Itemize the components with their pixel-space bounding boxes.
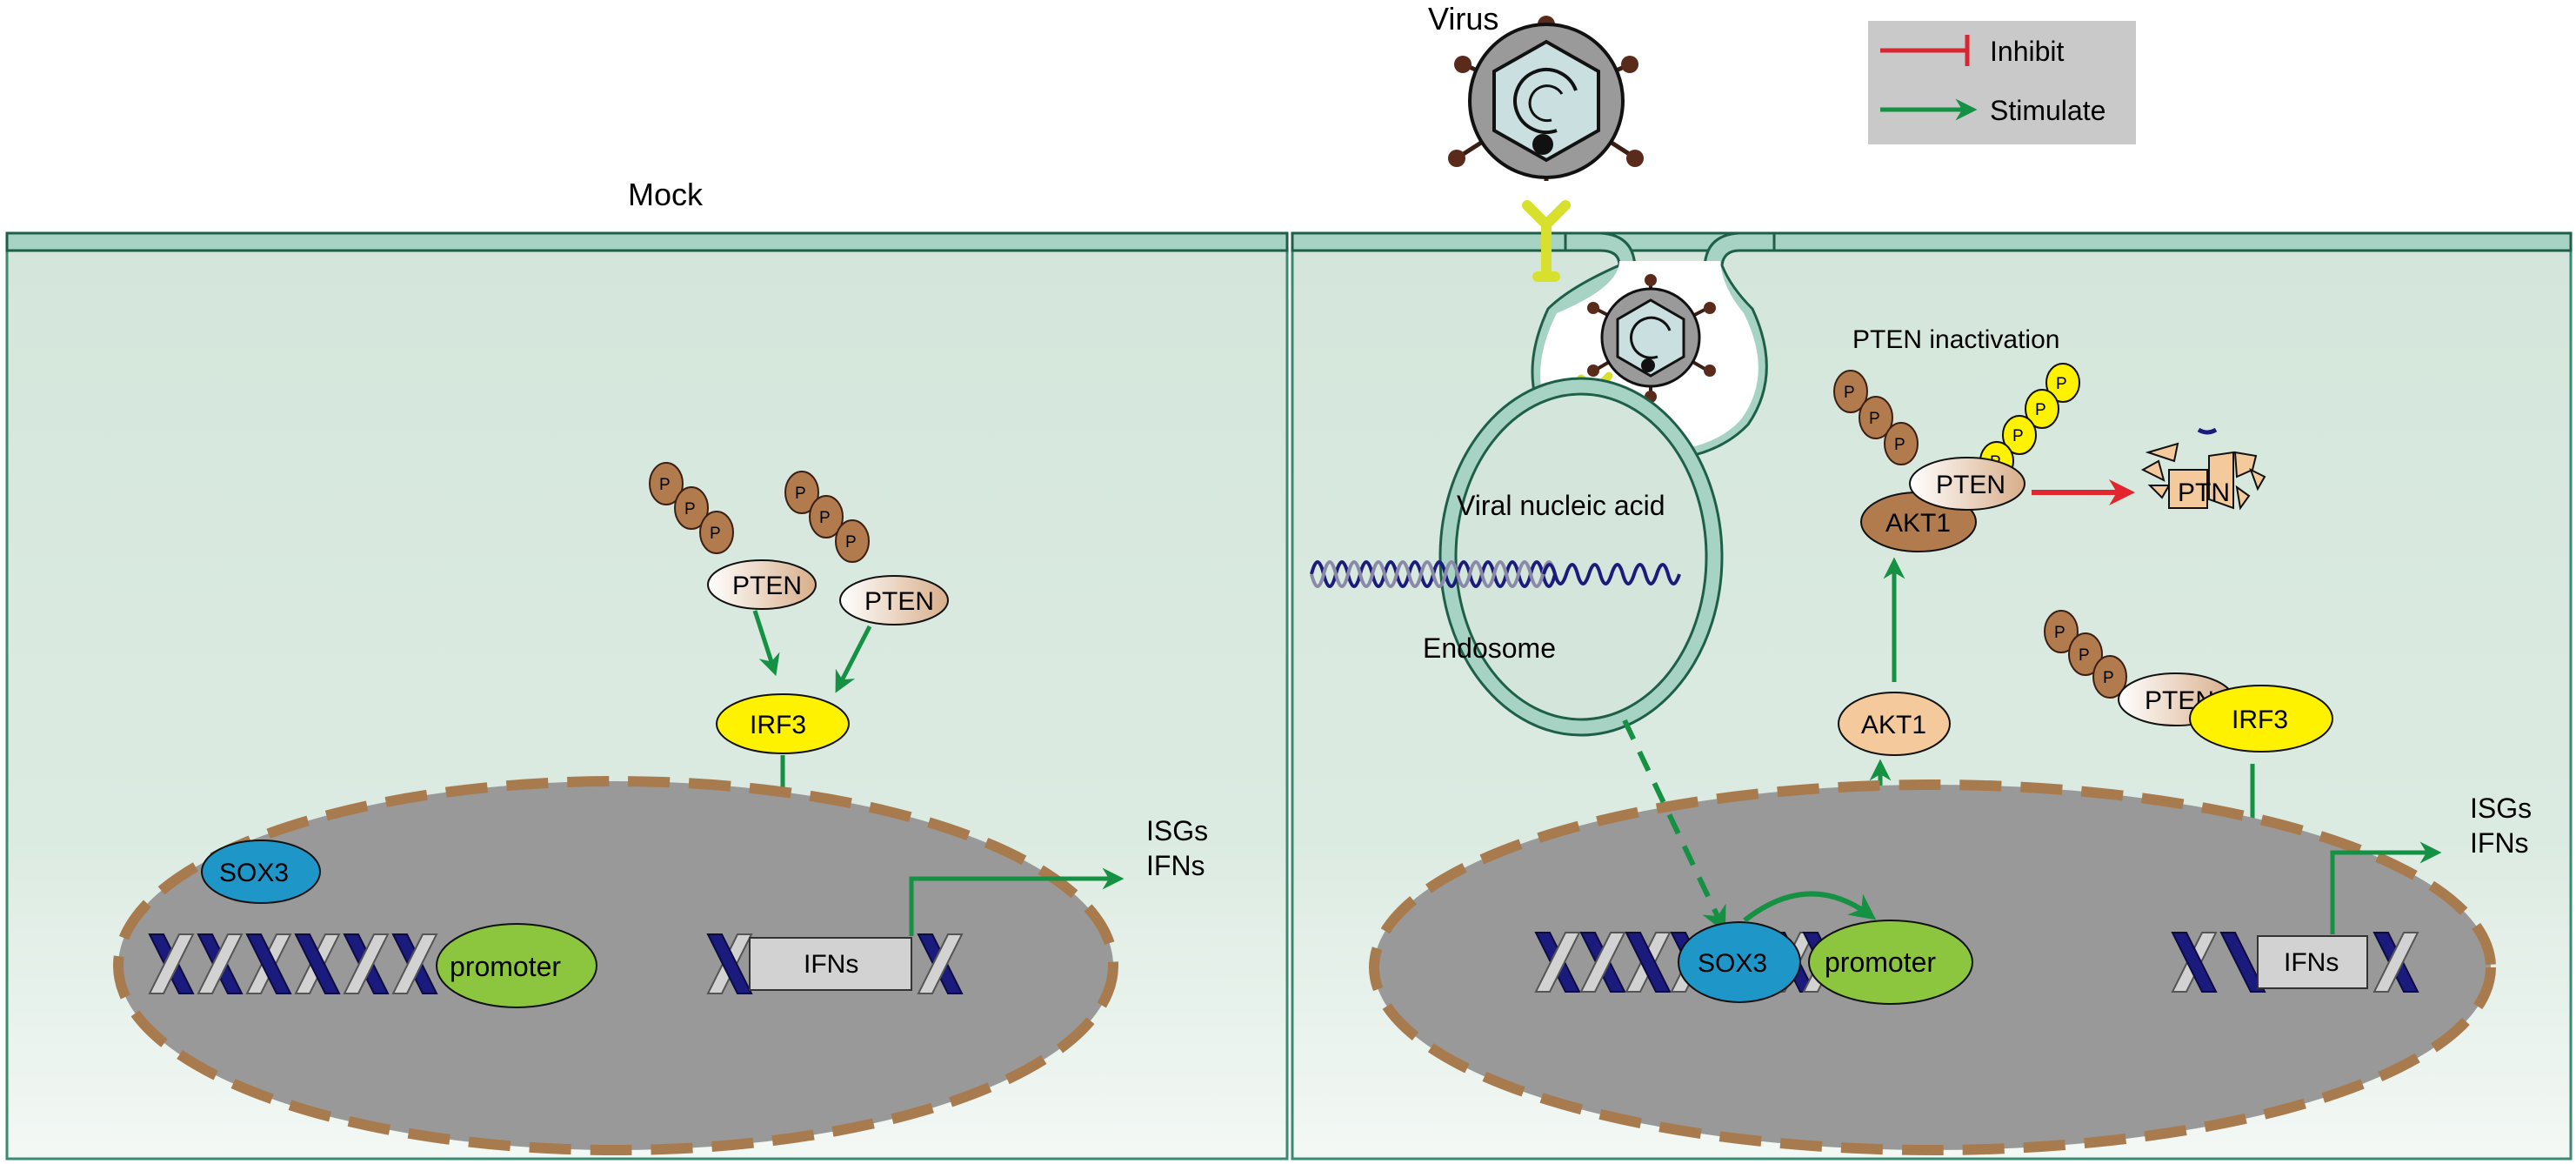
pten-inactivation-label: PTEN inactivation xyxy=(1852,325,2059,354)
phospho-chain: P P P xyxy=(2044,610,2127,699)
phospho-label: P xyxy=(1869,410,1880,428)
isgs-label: ISGs xyxy=(1146,815,1208,846)
akt1-label: AKT1 xyxy=(1885,509,1951,538)
phospho-label: P xyxy=(2054,624,2065,642)
phospho-chain: P P P xyxy=(1833,370,1919,465)
mock-panel-title: Mock xyxy=(628,177,704,212)
pten-complex-mock-1: P P P PTEN xyxy=(649,462,817,610)
sox3-infected: SOX3 xyxy=(1678,921,1801,1003)
ptn-fragment-label: PTN xyxy=(2178,478,2230,507)
promoter-infected: promoter xyxy=(1808,920,1973,1005)
akt1-label: AKT1 xyxy=(1861,711,1926,739)
pten-protein xyxy=(839,575,949,625)
phospho-chain: P P P xyxy=(784,471,870,563)
promoter-label: promoter xyxy=(1825,947,1936,978)
phospho-label: P xyxy=(2035,401,2046,419)
phospho-label: P xyxy=(684,500,696,518)
stimulate-arrow xyxy=(752,610,780,677)
legend-stimulate: Stimulate xyxy=(1880,95,2106,126)
ifns-gene-infected: IFNs xyxy=(2172,932,2419,993)
viral-nucleic-acid-label: Viral nucleic acid xyxy=(1457,490,1665,521)
ifns-box-label: IFNs xyxy=(2284,948,2339,977)
stimulate-arrow xyxy=(835,625,872,693)
irf3-label: IRF3 xyxy=(750,711,806,739)
irf3-mock: IRF3 xyxy=(716,693,850,754)
legend-stimulate-label: Stimulate xyxy=(1990,95,2106,126)
pten-label: PTEN xyxy=(864,587,934,616)
phospho-label: P xyxy=(1844,384,1855,402)
isgs-label: ISGs xyxy=(2470,793,2532,824)
viral-rna-helix xyxy=(1310,560,1681,588)
transcription-arrow xyxy=(909,867,1124,936)
legend-inhibit-label: Inhibit xyxy=(1990,36,2065,67)
mock-nucleus xyxy=(113,776,1118,1155)
phospho-label: P xyxy=(710,525,721,543)
phospho-label: P xyxy=(1894,436,1905,454)
pten-protein xyxy=(707,559,817,610)
phospho-label: P xyxy=(2012,427,2024,445)
ifns-label: IFNs xyxy=(1146,850,1205,881)
infected-cell-membrane xyxy=(1291,231,2573,252)
ifns-label: IFNs xyxy=(2470,827,2529,859)
endocytosed-virus xyxy=(1577,274,1716,418)
akt1-pten-complex: P P P P P P P AKT1 PTEN xyxy=(1833,363,2080,552)
pten-complex-mock-2: P P P PTEN xyxy=(784,471,949,625)
legend: Inhibit Stimulate xyxy=(1868,21,2136,144)
phospho-chain: P P P xyxy=(649,462,734,554)
phospho-label: P xyxy=(845,533,857,552)
ifns-gene-mock: IFNs xyxy=(707,933,963,994)
pten-label: PTEN xyxy=(732,572,802,600)
phospho-label: P xyxy=(2103,669,2114,687)
phospho-label: P xyxy=(659,476,671,494)
phospho-label: P xyxy=(795,485,806,503)
pten-irf3-complex: P P P PTEN IRF3 xyxy=(2044,610,2333,753)
sox3-label: SOX3 xyxy=(219,859,289,887)
pten-label: PTEN xyxy=(1936,471,2005,499)
sox3-mock: SOX3 xyxy=(201,840,321,904)
irf3-protein xyxy=(2189,685,2333,753)
virus-particle xyxy=(1448,16,1644,181)
mock-cell-membrane xyxy=(5,231,1289,252)
irf3-label: IRF3 xyxy=(2232,706,2288,734)
promoter-label: promoter xyxy=(450,951,561,982)
endosome-label: Endosome xyxy=(1423,632,1556,664)
endosome: Viral nucleic acid Endosome xyxy=(1310,377,1724,737)
phospho-label: P xyxy=(2056,375,2067,393)
akt1-free: AKT1 xyxy=(1838,692,1951,756)
legend-box xyxy=(1868,21,2136,144)
phospho-chain-yellow: P P P P xyxy=(1979,363,2080,481)
virus-label: Virus xyxy=(1428,1,1498,37)
signal-arrow-dashed xyxy=(1622,719,1726,933)
pten-fragments: PTN xyxy=(2140,427,2266,511)
sox3-label: SOX3 xyxy=(1698,949,1767,978)
transcription-arrow xyxy=(2330,841,2442,934)
stimulate-arrow-curved xyxy=(1743,891,1877,923)
pten-protein xyxy=(1909,457,2025,511)
phospho-label: P xyxy=(819,509,831,527)
promoter-mock: promoter xyxy=(436,923,597,1008)
phospho-label: P xyxy=(2079,646,2090,665)
receptor xyxy=(1522,200,1571,282)
legend-inhibit: Inhibit xyxy=(1880,35,2065,67)
ifns-box-label: IFNs xyxy=(804,950,858,979)
